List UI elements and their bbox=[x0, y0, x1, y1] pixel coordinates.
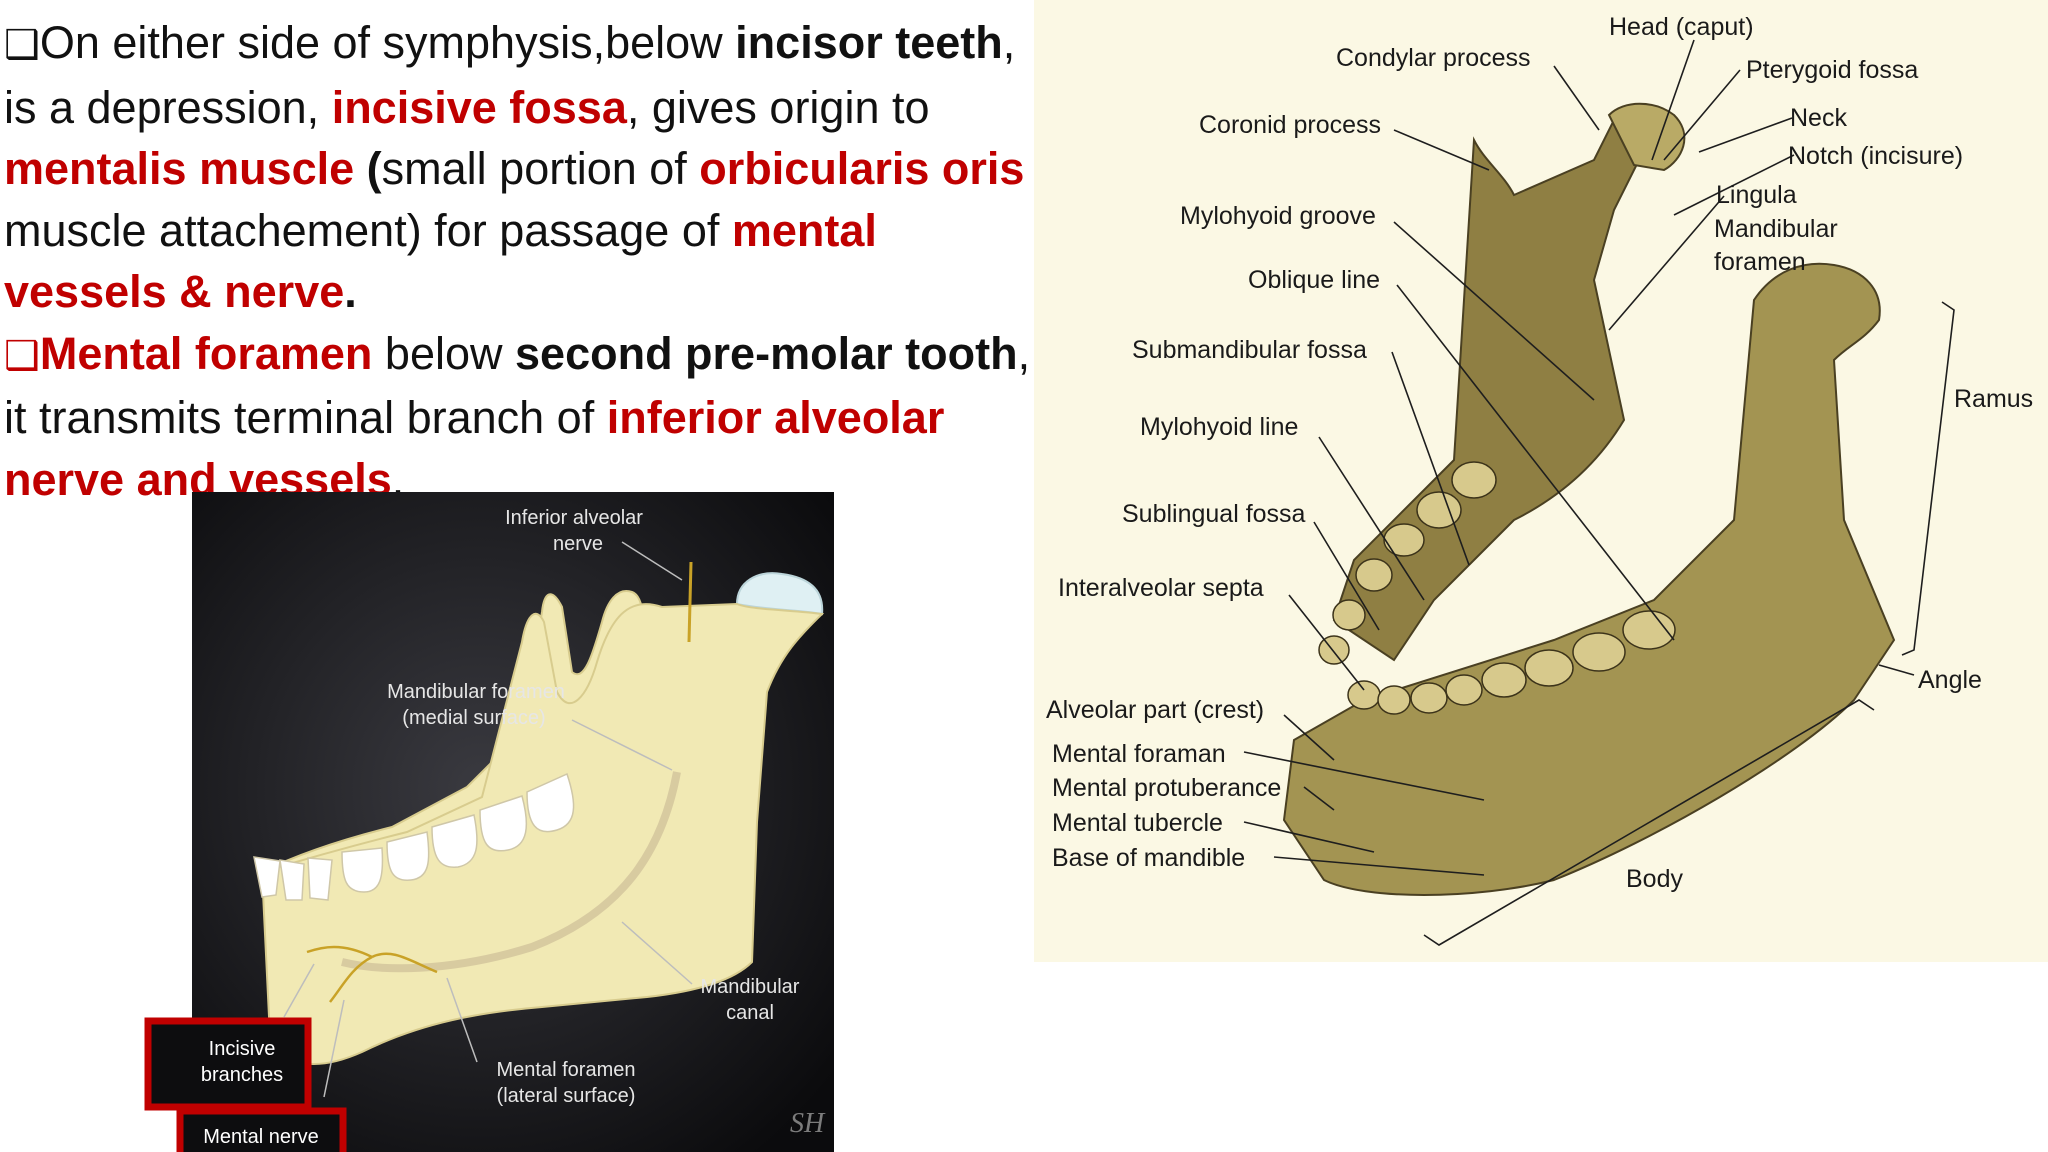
label-mental-foramen-2: (lateral surface) bbox=[497, 1085, 636, 1107]
label-mental-protuberance: Mental protuberance bbox=[1052, 774, 1281, 802]
label-mandibular-foramen-2: (medial surface) bbox=[402, 707, 545, 729]
label-mylohyoid-groove: Mylohyoid groove bbox=[1180, 202, 1376, 230]
label-mandibular-foramen-1: Mandibular foramen bbox=[387, 681, 565, 703]
teeth bbox=[253, 772, 575, 901]
label-condylar-process: Condylar process bbox=[1336, 44, 1531, 72]
bullet-icon: ❑ bbox=[4, 332, 40, 379]
incisive-branches-nerve bbox=[306, 945, 438, 1003]
watermark: SH bbox=[790, 1108, 826, 1139]
label-pterygoid-fossa: Pterygoid fossa bbox=[1746, 56, 1918, 84]
label-coronoid-process: Coronid process bbox=[1199, 111, 1381, 139]
leader-lines bbox=[1243, 39, 1955, 946]
label-mylohyoid-line: Mylohyoid line bbox=[1140, 413, 1298, 441]
label-mandibular: Mandibular bbox=[1714, 215, 1838, 243]
label-mental-foramen-1: Mental foramen bbox=[497, 1059, 636, 1081]
mandibular-canal bbox=[341, 771, 681, 973]
label-oblique-line: Oblique line bbox=[1248, 266, 1380, 294]
label-incisive-branches-1: Incisive bbox=[209, 1038, 276, 1060]
label-inferior-alveolar-nerve-2: nerve bbox=[553, 533, 603, 555]
paragraph-incisive-fossa: ❑On either side of symphysis,below incis… bbox=[4, 17, 1025, 317]
text-block: ❑On either side of symphysis,below incis… bbox=[4, 12, 1034, 510]
mandible-anatomy-illustration: Head (caput) Condylar process Pterygoid … bbox=[1034, 0, 2048, 962]
label-mental-nerve: Mental nerve bbox=[203, 1126, 319, 1148]
label-head: Head (caput) bbox=[1609, 13, 1754, 41]
label-foramen: foramen bbox=[1714, 248, 1806, 276]
incisive-branches-box bbox=[144, 1017, 312, 1111]
leader-lines bbox=[283, 541, 693, 1098]
highlight-boxes: Incisive branches Mental nerve bbox=[144, 1017, 347, 1152]
label-mental-tubercle: Mental tubercle bbox=[1052, 809, 1223, 837]
label-ramus: Ramus bbox=[1954, 385, 2033, 413]
label-angle: Angle bbox=[1918, 666, 1982, 694]
mandible-ramus bbox=[1282, 262, 1896, 896]
teeth bbox=[1318, 461, 1676, 715]
label-mental-foramen: Mental foraman bbox=[1052, 740, 1226, 768]
label-sublingual-fossa: Sublingual fossa bbox=[1122, 500, 1306, 528]
label-submandibular-fossa: Submandibular fossa bbox=[1132, 336, 1367, 364]
label-neck: Neck bbox=[1790, 104, 1847, 132]
label-mandibular-canal-2: canal bbox=[726, 1002, 774, 1024]
label-incisive-branches-2: branches bbox=[201, 1064, 283, 1086]
mental-nerve-box bbox=[176, 1107, 347, 1152]
label-mandibular-canal-1: Mandibular bbox=[701, 976, 800, 998]
inferior-alveolar-nerve bbox=[687, 561, 693, 643]
label-body: Body bbox=[1626, 865, 1683, 893]
paragraph-mental-foramen: ❑Mental foramen below second pre-molar t… bbox=[4, 327, 1031, 505]
label-lingula: Lingula bbox=[1716, 181, 1797, 209]
label-interalveolar-septa: Interalveolar septa bbox=[1058, 574, 1264, 602]
label-alveolar-part: Alveolar part (crest) bbox=[1046, 696, 1264, 724]
label-inferior-alveolar-nerve-1: Inferior alveolar bbox=[505, 507, 643, 529]
bullet-icon: ❑ bbox=[4, 22, 40, 68]
label-notch: Notch (incisure) bbox=[1788, 142, 1963, 170]
label-base-of-mandible: Base of mandible bbox=[1052, 844, 1245, 872]
